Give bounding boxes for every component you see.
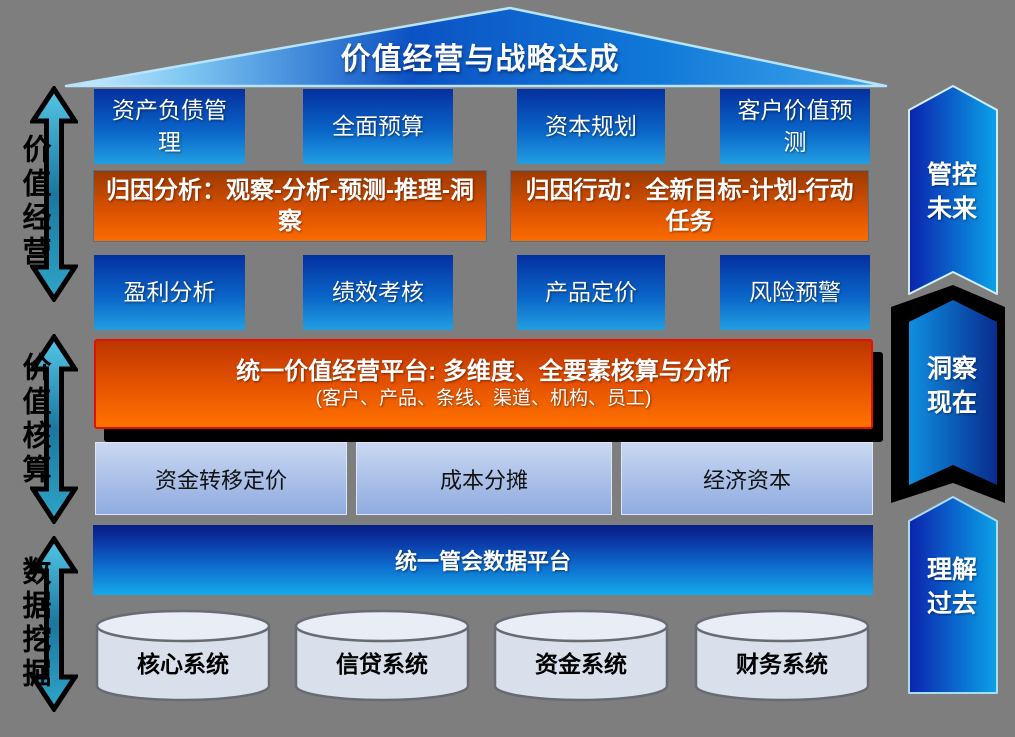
cylinder-label-treasury: 资金系统: [535, 651, 627, 677]
box-full-budget: 全面预算: [303, 89, 453, 164]
box-cost-allocation: 成本分摊: [356, 442, 612, 515]
chevron-control-future: [908, 85, 998, 295]
right-axis-label-control-future: 管控未来: [926, 161, 977, 223]
unified-value-platform: 统一价值经营平台: 多维度、全要素核算与分析 (客户、产品、条线、渠道、机构、员…: [94, 339, 873, 429]
cylinder-label-finance: 财务系统: [736, 651, 828, 677]
roof-triangle: [64, 6, 888, 88]
box-profit-analysis: 盈利分析: [94, 255, 245, 330]
box-asset-liability-mgmt: 资产负债管理: [94, 89, 245, 164]
left-axis-label-value-management: 价值经营: [18, 134, 50, 270]
box-attribution-analysis: 归因分析：观察-分析-预测-推理-洞察: [93, 170, 487, 242]
cylinder-finance-system: [694, 609, 870, 702]
value-accounting-arrow: [30, 334, 78, 524]
cylinder-treasury-system: [493, 609, 669, 702]
box-product-pricing: 产品定价: [517, 255, 665, 330]
cylinder-label-core: 核心系统: [137, 651, 229, 677]
box-capital-planning: 资本规划: [517, 89, 665, 164]
box-risk-warning: 风险预警: [720, 255, 870, 330]
box-performance-appraisal: 绩效考核: [303, 255, 453, 330]
platform-title: 统一价值经营平台: 多维度、全要素核算与分析: [236, 358, 731, 386]
chevron-understand-past: [908, 496, 998, 694]
box-customer-value-forecast: 客户价值预测: [720, 89, 870, 164]
platform-subtitle: (客户、产品、条线、渠道、机构、员工): [315, 388, 652, 410]
left-axis-label-value-accounting: 价值核算: [18, 352, 50, 488]
right-axis-label-insight-present: 洞察现在: [926, 355, 977, 417]
management-accounting-data-platform: 统一管会数据平台: [93, 525, 873, 595]
cylinder-label-credit: 信贷系统: [336, 651, 428, 677]
left-axis-label-data-mining: 数据挖掘: [18, 556, 50, 692]
box-economic-capital: 经济资本: [621, 442, 873, 515]
cylinder-core-system: [95, 609, 271, 702]
value-management-arrow: [30, 86, 78, 302]
right-axis-label-understand-past: 理解过去: [926, 556, 977, 618]
box-attribution-action: 归因行动：全新目标-计划-行动任务: [510, 170, 869, 242]
box-ftp: 资金转移定价: [95, 442, 347, 515]
cylinder-credit-system: [294, 609, 470, 702]
slide-title: 价值经营与战略达成: [340, 43, 620, 76]
data-mining-arrow: [30, 536, 78, 712]
chevron-insight-present: [891, 285, 1005, 503]
